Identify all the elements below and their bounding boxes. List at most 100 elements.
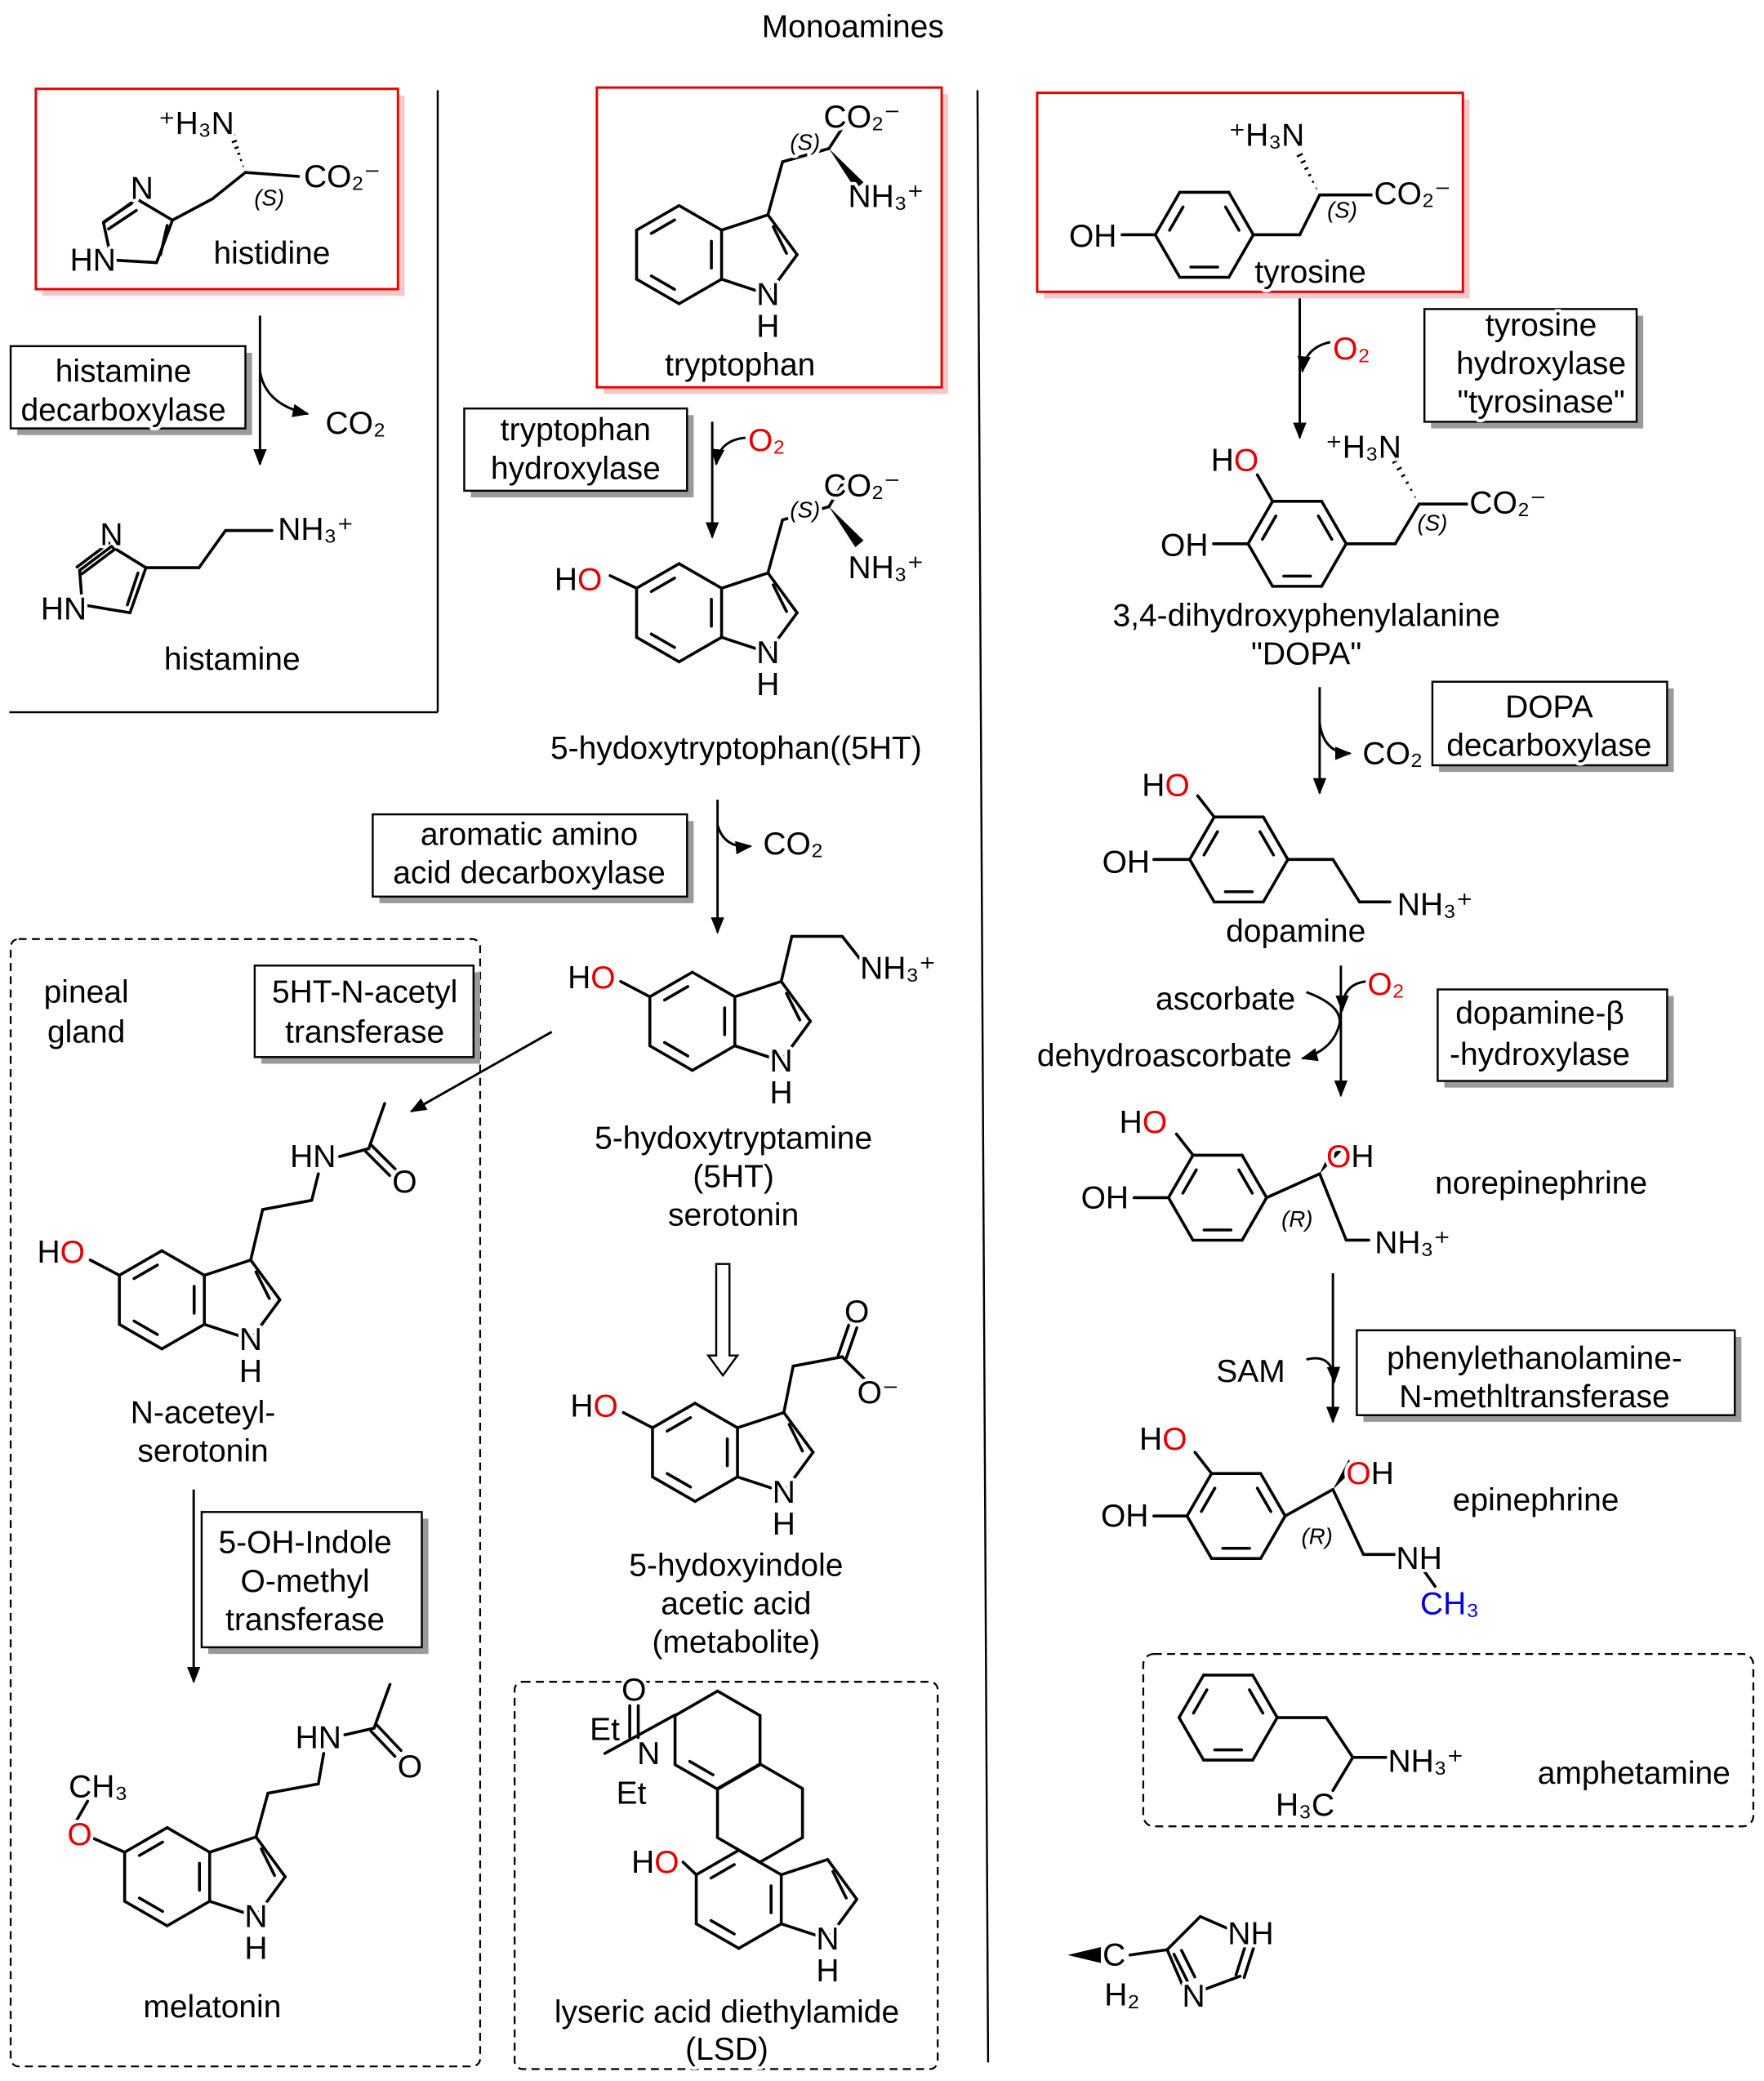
indole-benzene-ring <box>122 1826 212 1927</box>
enzyme-label: acid decarboxylase <box>393 856 666 891</box>
indole-hydrogen-label: H <box>770 1076 793 1111</box>
compound-name-dopamine: dopamine <box>1226 914 1365 949</box>
compound-name-histamine: histamine <box>164 642 301 677</box>
compound-name-serotonin: serotonin <box>668 1198 799 1233</box>
indole-hydrogen-label: H <box>244 1932 267 1967</box>
benzene-ring <box>1246 500 1348 588</box>
amine-label: NH₃⁺ <box>278 512 354 547</box>
byproduct-co2-label: CO₂ <box>325 406 385 441</box>
single-bond <box>781 147 831 163</box>
hydroxyl-label: OH <box>1326 1139 1374 1174</box>
enzyme-label: -hydroxylase <box>1450 1037 1630 1072</box>
enzyme-label: tryptophan <box>501 412 651 448</box>
compound-name-dopa: 3,4-dihydroxyphenylalanine <box>1112 599 1499 634</box>
indole-pyrrole-ring <box>203 1258 282 1341</box>
stereo-label: (S) <box>790 130 820 155</box>
indole-hydrogen-label: H <box>239 1354 262 1389</box>
benzene-ring <box>1153 190 1255 279</box>
hashed-wedge-bond <box>229 133 244 167</box>
single-bond <box>619 979 652 999</box>
amide-nh-label: HN <box>296 1720 341 1755</box>
enzyme-box-hiomt <box>200 1511 429 1655</box>
double-bond <box>369 1723 403 1758</box>
indole-pyrrole-ring <box>733 979 813 1063</box>
compound-name-n-acetylserotonin: serotonin <box>137 1434 268 1469</box>
nitrogen-label: N <box>131 172 154 207</box>
methyl-label: CH₃ <box>69 1769 127 1804</box>
hydroxyl-label: OH <box>1101 1499 1148 1534</box>
compound-name-5-hiaa: acetic acid <box>661 1586 811 1621</box>
single-bond <box>1331 1755 1355 1793</box>
hydroxyl-label: HO <box>555 563 602 598</box>
single-bond <box>1331 1487 1365 1557</box>
enzyme-label: 5HT-N-acetyl <box>272 975 457 1010</box>
enzyme-box-histamine-decarboxylase <box>9 345 252 435</box>
single-bond <box>367 1102 386 1151</box>
single-bond <box>135 197 174 222</box>
compound-name-epinephrine: epinephrine <box>1453 1483 1619 1518</box>
single-bond <box>254 1791 270 1838</box>
carboxylate-label: CO₂⁻ <box>824 468 901 503</box>
single-bond <box>109 545 148 569</box>
hydroxyl-label: HO <box>631 1845 679 1880</box>
amine-label: NH₃⁺ <box>849 179 924 214</box>
amphetamine-region <box>1142 1652 1755 1828</box>
stereo-label: (S) <box>254 185 284 211</box>
enzyme-label: transferase <box>225 1602 385 1638</box>
compound-name-tyrosine: tyrosine <box>1254 255 1365 290</box>
stereo-label: (S) <box>1418 510 1448 536</box>
single-bond <box>128 566 148 615</box>
compound-name-amphetamine: amphetamine <box>1538 1756 1731 1791</box>
single-bond <box>343 1727 376 1736</box>
single-bond <box>827 120 848 150</box>
compound-name-lsd: (LSD) <box>685 2032 768 2067</box>
cofactor-o2-label: O₂ <box>1367 967 1404 1002</box>
cofactor-o2-label: O₂ <box>1333 332 1370 367</box>
ether-oxygen-label: O <box>67 1817 91 1852</box>
compound-name-5-hiaa: (metabolite) <box>652 1624 820 1660</box>
single-bond <box>1202 1974 1242 1991</box>
cofactor-arrow <box>1297 341 1331 373</box>
indole-hydrogen-label: H <box>773 1507 795 1542</box>
methyl-label: H₃C <box>1276 1788 1334 1823</box>
hydroxyl-label: HO <box>1142 768 1189 803</box>
single-bond <box>88 1258 121 1277</box>
enzyme-box-dopa-decarboxylase <box>1431 680 1674 773</box>
nh-label: HN <box>41 591 87 626</box>
indole-pyrrole-ring <box>719 571 799 654</box>
benzene-ring <box>1166 1153 1268 1242</box>
carboxylate-oxygen-label: O⁻ <box>858 1375 899 1410</box>
single-bond <box>310 1172 320 1202</box>
divider-line <box>976 90 990 2063</box>
single-bond <box>766 160 784 216</box>
single-bond <box>372 1682 392 1730</box>
compound-name-5-hiaa: 5-hydoxyindole <box>629 1548 843 1583</box>
single-bond <box>211 171 247 201</box>
single-bond <box>766 518 784 575</box>
double-bond <box>628 1704 640 1740</box>
enzyme-label: decarboxylase <box>1446 729 1651 764</box>
amine-label: NH₃⁺ <box>1388 1745 1463 1780</box>
amine-label: NH₃⁺ <box>1374 1226 1450 1261</box>
wedge-bond <box>1319 1145 1342 1174</box>
hydroxyl-label: HO <box>570 1388 617 1424</box>
single-bond <box>621 1410 654 1429</box>
single-bond <box>603 1736 636 1755</box>
compound-name-tryptophan: tryptophan <box>665 348 815 383</box>
single-bond <box>338 1147 371 1158</box>
ethyl-label: Et <box>617 1776 647 1811</box>
hydroxyl-label: OH <box>1346 1456 1393 1491</box>
single-bond <box>80 603 131 615</box>
indole-hydrogen-label: H <box>816 1954 839 1989</box>
enzyme-box-dopamine-beta-hydroxylase <box>1437 988 1674 1088</box>
byproduct-arrow <box>1318 722 1352 760</box>
reaction-arrow <box>409 1031 553 1113</box>
single-bond <box>243 171 301 178</box>
amine-label: NH₃⁺ <box>860 951 936 986</box>
carboxylate-label: CO₂⁻ <box>1374 176 1451 212</box>
carboxylate-label: CO₂⁻ <box>824 100 901 135</box>
ergoline-ring-d <box>673 1689 762 1791</box>
indole-pyrrole-ring <box>719 213 799 296</box>
compound-name-serotonin: 5-hydoxytryptamine <box>595 1121 872 1156</box>
single-bond <box>840 1355 866 1381</box>
